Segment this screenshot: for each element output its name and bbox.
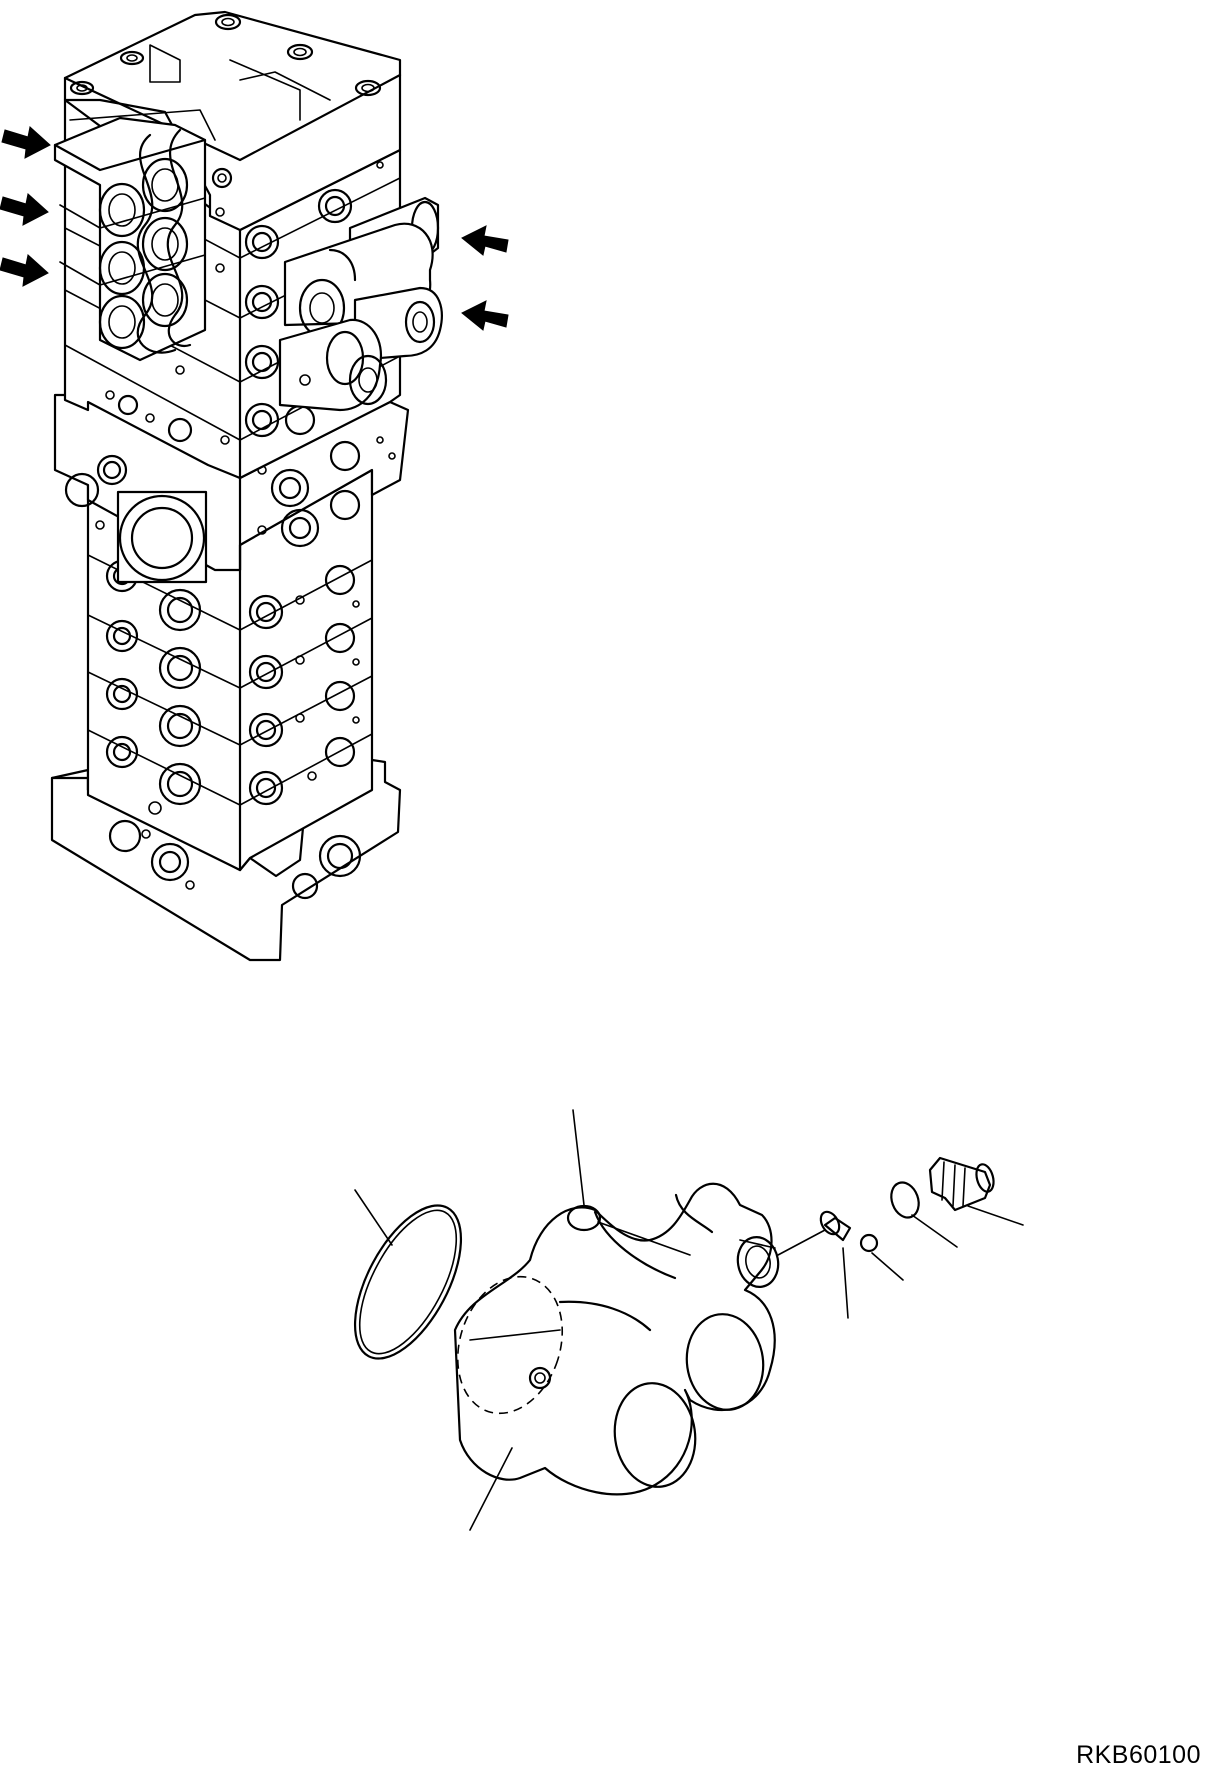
leader-line-housing bbox=[469, 1447, 513, 1531]
axis-line-right bbox=[777, 1229, 826, 1256]
plug bbox=[928, 1156, 995, 1212]
sleeve bbox=[819, 1210, 852, 1242]
leader-line-plug bbox=[967, 1205, 1024, 1226]
arrow-left-3 bbox=[0, 254, 49, 287]
leader-line-seal bbox=[572, 1109, 585, 1206]
drawing-code-label: RKB60100 bbox=[1076, 1741, 1201, 1769]
seal-top bbox=[566, 1204, 602, 1232]
control-valve-assembly bbox=[0, 10, 509, 962]
arrow-left-1 bbox=[1, 126, 51, 159]
left-relief-valve-bank bbox=[53, 109, 233, 362]
arrow-left-2 bbox=[0, 193, 49, 226]
leader-lines bbox=[354, 1109, 1024, 1531]
valve-housing bbox=[453, 1182, 780, 1496]
leader-line-o-ring-large bbox=[354, 1189, 393, 1246]
leader-line-sleeve bbox=[842, 1247, 849, 1319]
exploded-relief-valve bbox=[353, 1109, 1024, 1531]
arrow-right-2 bbox=[461, 300, 509, 331]
right-relief-valve-bank bbox=[278, 196, 443, 412]
indicator-arrows bbox=[0, 126, 509, 331]
arrow-right-1 bbox=[461, 225, 509, 256]
leader-line-ball bbox=[871, 1252, 904, 1281]
ball bbox=[859, 1233, 879, 1253]
axis-line-top bbox=[597, 1221, 691, 1256]
o-ring-large bbox=[353, 1204, 463, 1360]
o-ring-small bbox=[890, 1181, 920, 1219]
leader-line-o-ring-small bbox=[911, 1214, 958, 1248]
valve-top-cap bbox=[63, 10, 402, 232]
